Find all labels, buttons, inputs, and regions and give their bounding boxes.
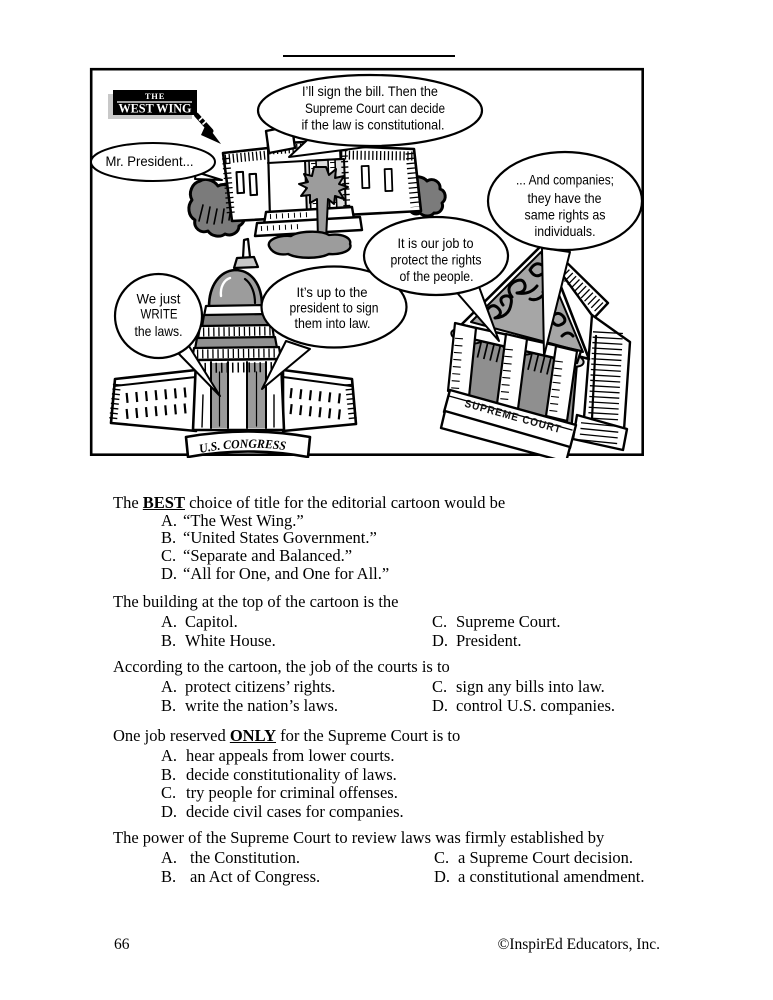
svg-text:THE: THE — [145, 91, 165, 101]
svg-text:the laws.: the laws. — [135, 323, 183, 339]
svg-text:We just: We just — [137, 291, 181, 307]
svg-text:I’ll sign the bill. Then the: I’ll sign the bill. Then the — [302, 83, 438, 99]
svg-text:same rights as: same rights as — [525, 207, 606, 223]
svg-text:if the law is constitutional.: if the law is constitutional. — [302, 117, 445, 133]
svg-text:WRITE: WRITE — [141, 306, 178, 322]
svg-text:president to sign: president to sign — [290, 300, 379, 316]
svg-text:them into law.: them into law. — [295, 315, 371, 331]
svg-text:It is our job to: It is our job to — [398, 235, 474, 251]
svg-text:Supreme Court can decide: Supreme Court can decide — [305, 100, 445, 116]
svg-text:WEST WING: WEST WING — [119, 102, 192, 116]
svg-text:protect the rights: protect the rights — [391, 252, 482, 268]
svg-text:of the people.: of the people. — [400, 268, 474, 284]
svg-text:they have the: they have the — [528, 190, 602, 206]
svg-text:... And companies;: ... And companies; — [516, 172, 614, 188]
svg-text:Mr. President...: Mr. President... — [106, 153, 194, 169]
svg-text:individuals.: individuals. — [535, 223, 596, 239]
svg-text:It’s up to the: It’s up to the — [297, 284, 368, 300]
